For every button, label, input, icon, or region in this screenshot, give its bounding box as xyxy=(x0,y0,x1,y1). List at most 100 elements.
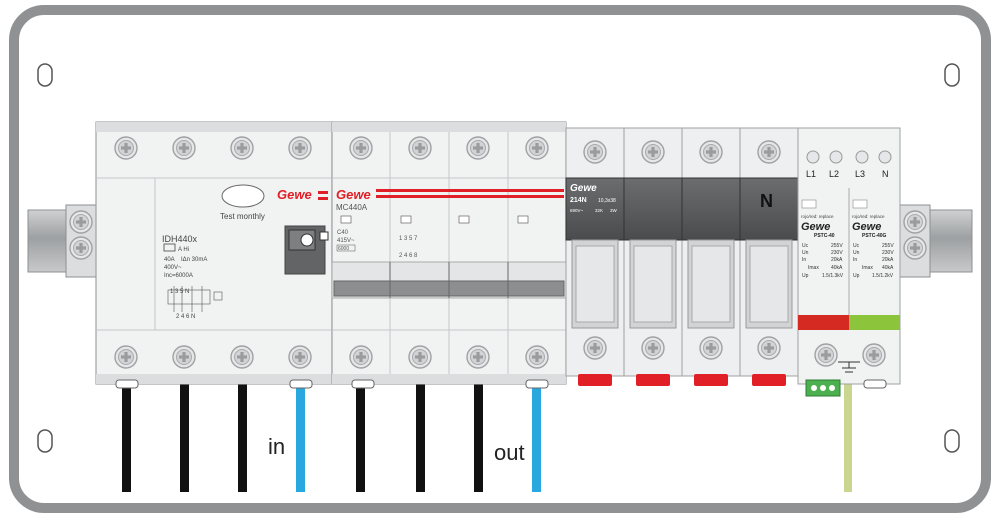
mcb-toggle-lever[interactable] xyxy=(331,261,567,299)
mcb-voltage: 415V~ xyxy=(337,238,355,244)
mcb-model: MC440A xyxy=(336,203,368,212)
test-button[interactable] xyxy=(221,184,265,208)
spd-brand-logo: Gewe xyxy=(801,221,830,233)
rcd-type-icon xyxy=(163,243,176,252)
spd-terminal-l2: L2 xyxy=(829,169,839,179)
spec-key: In xyxy=(853,257,857,263)
mcb-curve: C40 xyxy=(337,230,349,236)
fuse-power: 3W xyxy=(610,208,618,213)
rcd-wiring-schematic xyxy=(167,286,223,312)
wire-in-label: in xyxy=(268,434,285,459)
wire-phase xyxy=(238,382,247,492)
mounting-slot xyxy=(944,63,960,87)
spec-val: 20kA xyxy=(882,257,894,263)
spd-left-model: PSTC-40 xyxy=(814,233,835,239)
spec-key: Up xyxy=(853,273,860,279)
fuse-red-clip[interactable] xyxy=(752,374,786,386)
mcb-window xyxy=(400,215,412,224)
mcb-terminals-bottom: 2 4 6 8 xyxy=(399,253,418,259)
fuse-breaking: 32K xyxy=(595,208,603,213)
fuse-red-clip[interactable] xyxy=(694,374,728,386)
wire-phase xyxy=(122,382,131,492)
spd-left-specs: Uc 255V Un 230V In 20kA Imax 40kA Up 1.5/1.3k… xyxy=(802,243,844,279)
fuse-volt: 690V~ xyxy=(570,208,584,213)
rcd-terminals-top: 1 3 5 N xyxy=(170,289,189,295)
wire-phase xyxy=(180,382,189,492)
spec-key: Uc xyxy=(802,243,809,249)
spec-val: 255V xyxy=(882,243,894,249)
rail-end-clamp-right xyxy=(899,204,931,278)
rcd-inc: Inc=6000A xyxy=(164,273,193,279)
spec-key: Up xyxy=(802,273,809,279)
spd-terminal-n: N xyxy=(882,169,889,179)
wire-phase xyxy=(474,382,483,492)
spd-indicator-note: rojo/red: replace xyxy=(801,214,834,219)
mcb-brand-logo: Gewe xyxy=(336,187,371,202)
earth-symbol-icon xyxy=(838,361,860,373)
rcd-rating: 40A xyxy=(164,257,175,263)
wires xyxy=(122,382,852,492)
fuse-red-clip[interactable] xyxy=(636,374,670,386)
mcb-window xyxy=(517,215,529,224)
spec-val: 20kA xyxy=(831,257,843,263)
fuse-red-clip[interactable] xyxy=(578,374,612,386)
rcd-terminals-bottom: 2 4 6 N xyxy=(176,314,195,320)
spec-key: Imax xyxy=(808,265,819,271)
spd-brand-logo: Gewe xyxy=(852,221,881,233)
wire-out-label: out xyxy=(494,440,525,465)
brand-stripe xyxy=(376,189,564,192)
spd-device: L1 L2 L3 N rojo/red: replace rojo/red: r… xyxy=(797,127,901,397)
mcb-window xyxy=(340,215,352,224)
spd-terminal-l3: L3 xyxy=(855,169,865,179)
spd-status-indicator-red xyxy=(798,315,849,330)
rcd-test-label: Test monthly xyxy=(220,212,265,221)
spec-val: 40kA xyxy=(882,265,894,271)
spd-indicator-note: rojo/red: replace xyxy=(852,214,885,219)
rail-end-clamp-left xyxy=(65,204,97,278)
fuse-size: 10,3x38 xyxy=(598,198,616,204)
brand-stripe xyxy=(376,195,564,198)
rcd-brand-logo: Gewe xyxy=(277,187,312,202)
mcb-rating-box: 6000 xyxy=(338,246,349,252)
spec-key: Un xyxy=(853,250,860,256)
wire-phase xyxy=(356,382,365,492)
spd-status-indicator-green xyxy=(849,315,900,330)
spec-key: Un xyxy=(802,250,809,256)
wire-earth xyxy=(844,382,852,492)
fuse-model: 214N xyxy=(570,197,587,204)
fuse-neutral-label: N xyxy=(760,191,773,211)
spec-val: 255V xyxy=(831,243,843,249)
spec-key: Imax xyxy=(862,265,873,271)
spec-val: 230V xyxy=(831,250,843,256)
wire-phase xyxy=(416,382,425,492)
wire-neutral xyxy=(296,382,305,492)
spd-terminal-l1: L1 xyxy=(806,169,816,179)
spd-right-model: PSTC-40G xyxy=(862,233,887,239)
mounting-slot xyxy=(944,429,960,453)
spec-val: 1.5/1.3kV xyxy=(822,273,844,279)
fuse-holder-2 xyxy=(623,127,683,386)
mounting-slot xyxy=(37,63,53,87)
spec-val: 230V xyxy=(882,250,894,256)
spec-val: 1.5/1.2kV xyxy=(872,273,894,279)
rcd-device: Test monthly Gewe IDH440x A Hi 40A IΔn 3… xyxy=(95,121,333,389)
fuse-brand-logo: Gewe xyxy=(570,183,597,194)
spd-right-specs: Uc 255V Un 230V In 20kA Imax 40kA Up 1.5/1.2k… xyxy=(853,243,894,279)
rcd-model: IDH440x xyxy=(162,234,198,244)
spec-key: Uc xyxy=(853,243,860,249)
mounting-slot xyxy=(37,429,53,453)
mcb-device: Gewe MC440A C40 415V~ 6000 1 3 5 7 2 4 6… xyxy=(331,121,567,389)
spec-key: In xyxy=(802,257,806,263)
mcb-terminals-top: 1 3 5 7 xyxy=(399,236,418,242)
rcd-toggle-lever[interactable] xyxy=(284,225,329,275)
wire-neutral xyxy=(532,382,541,492)
spec-val: 40kA xyxy=(831,265,843,271)
brand-stripe xyxy=(318,191,328,194)
brand-stripe xyxy=(318,197,328,200)
fuse-holder-3 xyxy=(681,127,741,386)
mcb-window xyxy=(458,215,470,224)
fuse-holder-neutral: N xyxy=(739,127,799,386)
fuse-holder-1: Gewe 214N 10,3x38 690V~ 32K 3W xyxy=(565,127,625,386)
